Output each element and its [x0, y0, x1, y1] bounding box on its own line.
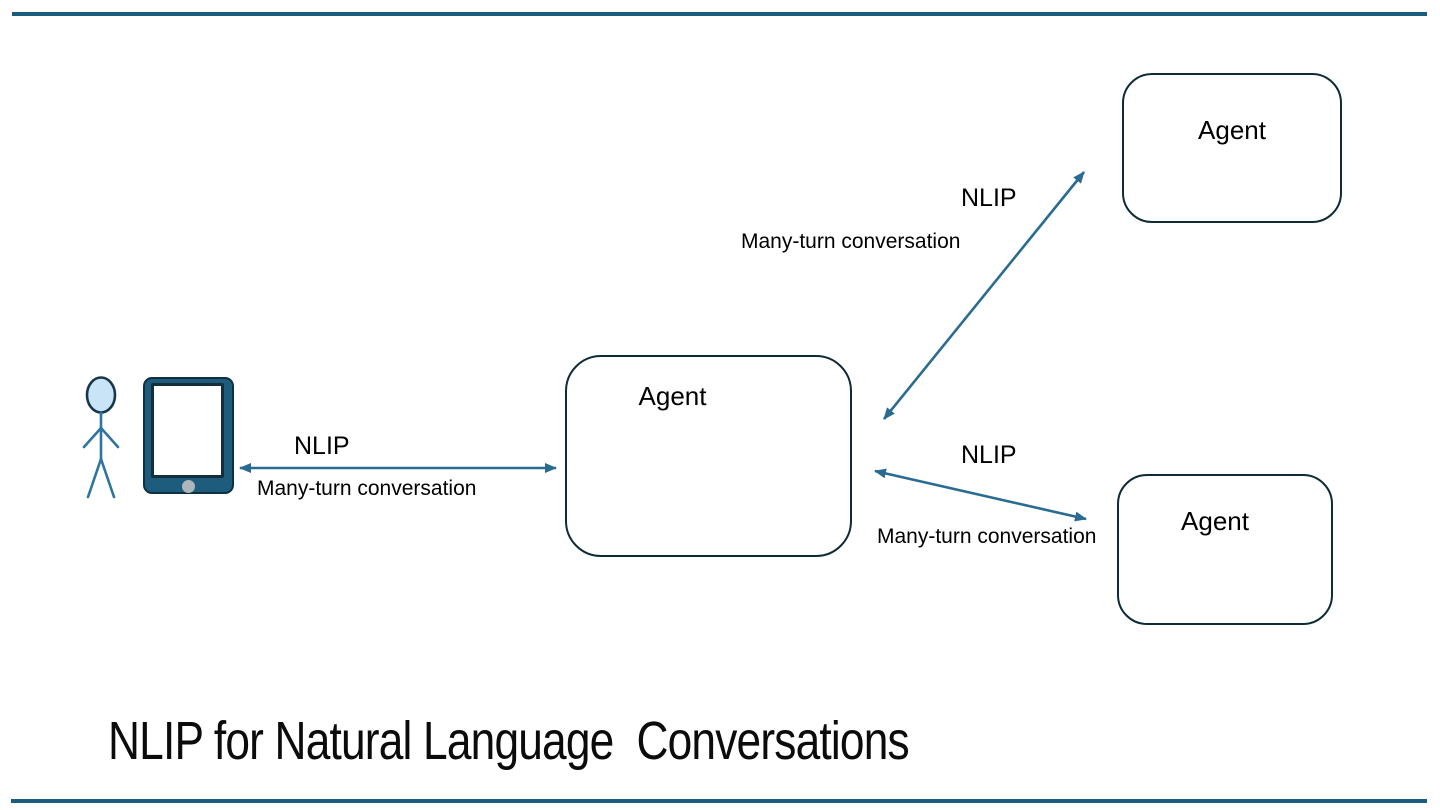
bottom-divider-rule [11, 799, 1427, 803]
arrow-center-to-bottom-right-agent [874, 468, 1087, 522]
agent-box-center: Agent [565, 355, 852, 557]
many-turn-label-bottom-link: Many-turn conversation [877, 525, 1097, 548]
agent-label: Agent [1198, 115, 1266, 145]
many-turn-label-top-link: Many-turn conversation [741, 230, 961, 253]
tablet-home-button [182, 480, 195, 493]
many-turn-label-user-link: Many-turn conversation [257, 477, 477, 500]
agent-box-top-right: Agent [1122, 73, 1342, 223]
slide-title: NLIP for Natural Language Conversations [108, 711, 910, 771]
tablet-screen [151, 383, 224, 478]
agent-label: Agent [1181, 506, 1249, 536]
nlip-label-user-link: NLIP [294, 432, 350, 460]
top-divider-rule [12, 12, 1427, 16]
person-icon [82, 376, 120, 499]
tablet-icon [143, 377, 234, 494]
agent-box-bottom-right: Agent [1117, 474, 1333, 625]
nlip-label-bottom-link: NLIP [961, 441, 1017, 469]
nlip-label-top-link: NLIP [961, 184, 1017, 212]
agent-label: Agent [638, 381, 707, 411]
